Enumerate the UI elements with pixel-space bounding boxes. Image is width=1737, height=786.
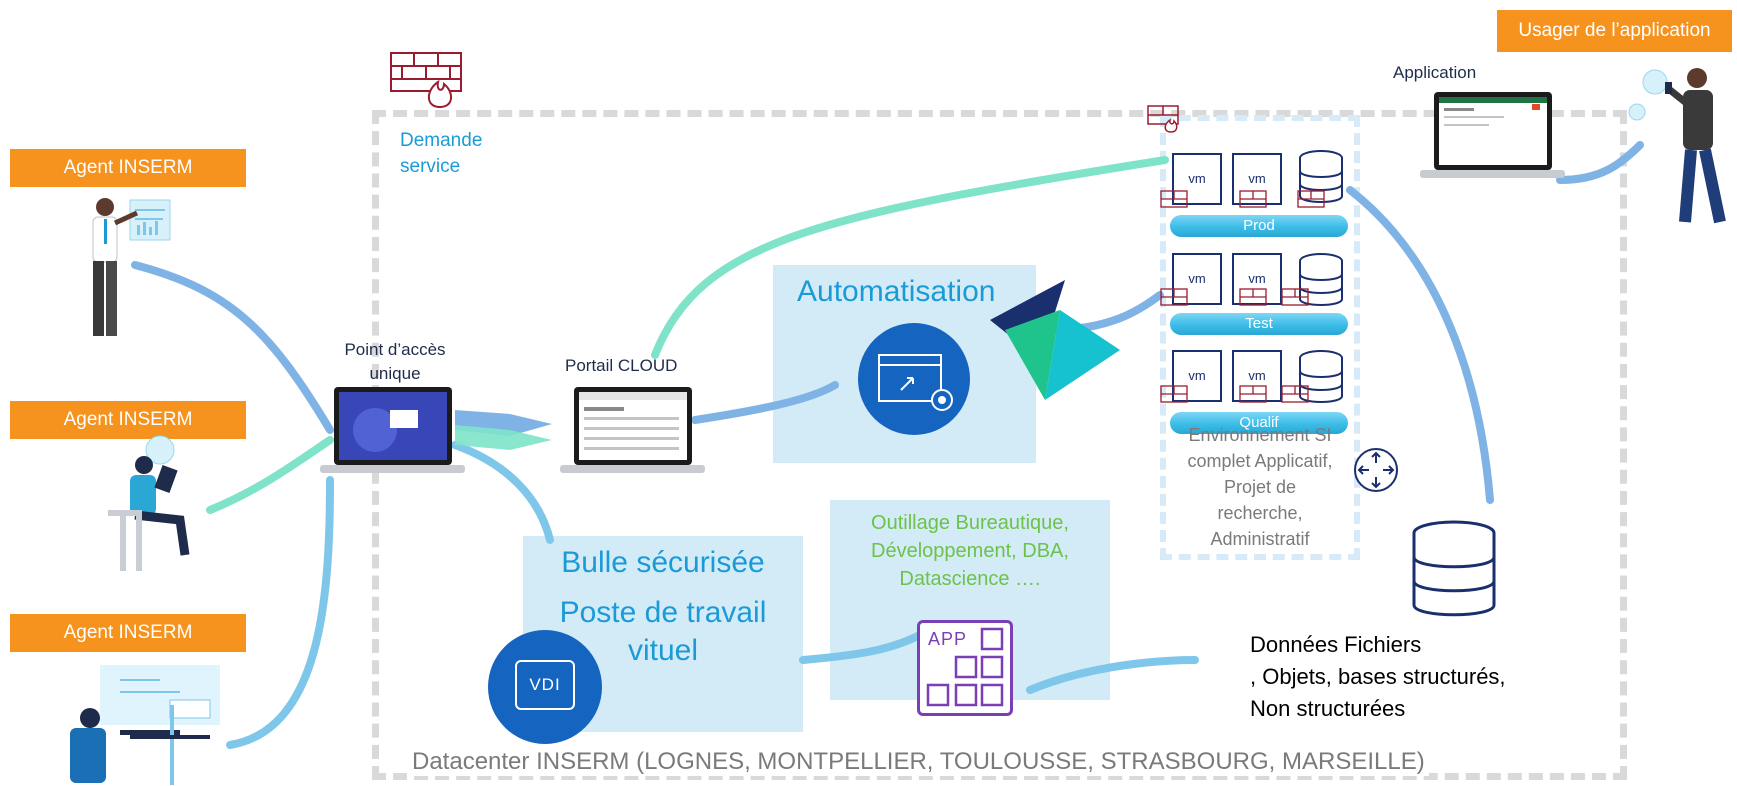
demande-service-line2: service	[400, 156, 461, 177]
firewall-icon-test-row	[1160, 288, 1309, 306]
flow-access-to-bulle	[451, 441, 554, 544]
outillage-line1: Outillage Bureautique,	[871, 512, 1069, 534]
arrow-teal-access-to-portal	[455, 425, 552, 450]
database-icon-large	[1412, 520, 1496, 617]
env-description-line1: Environnement SI	[1188, 425, 1332, 445]
env-description-line3: Projet de	[1223, 477, 1297, 497]
vm-qualif-1: vm	[1172, 350, 1222, 402]
router-icon	[1354, 448, 1398, 492]
automation-tool-logo-icon	[990, 280, 1120, 400]
portail-cloud-label: Portail CLOUD	[565, 356, 678, 375]
outillage-line3: Datascience ….	[899, 568, 1041, 590]
agent-standing-icon	[92, 198, 171, 336]
flow-portal-to-prod	[651, 156, 1169, 359]
vdi-icon: VDI	[488, 630, 602, 744]
agent-sitting-icon	[108, 435, 190, 571]
flow-app-laptop-to-user	[1556, 141, 1644, 184]
environment-frame	[1160, 115, 1360, 560]
poste-line2: vituel	[627, 634, 699, 667]
point-acces-line2: unique	[369, 364, 421, 383]
env-prod-bar: Prod	[1170, 215, 1348, 237]
flow-agent2-to-access	[206, 436, 334, 514]
vm-test-1: vm	[1172, 253, 1222, 305]
flow-agent1-to-access	[131, 261, 334, 434]
env-description-line2: complet Applicatif,	[1187, 451, 1333, 471]
env-qualif-bar: Qualif	[1170, 412, 1348, 434]
automatisation-title: Automatisation	[797, 275, 996, 308]
app-icon: APP	[917, 620, 1013, 716]
laptop-access-point	[320, 387, 465, 473]
vdi-label: VDI	[529, 675, 561, 694]
flow-vdi-to-app	[799, 631, 924, 664]
firewall-icon-env	[1147, 105, 1179, 133]
donnees-line1: Données Fichiers	[1250, 632, 1422, 657]
vm-prod-1: vm	[1172, 153, 1222, 205]
laptop-application	[1420, 92, 1565, 178]
demande-service-line1: Demande	[400, 130, 483, 151]
database-icon-test	[1299, 253, 1343, 306]
user-walking-icon	[1628, 68, 1726, 224]
flow-portal-to-automation	[691, 381, 839, 424]
point-acces-line1: Point d’accès	[344, 340, 446, 359]
application-label: Application	[1393, 63, 1477, 82]
env-description-line5: Administratif	[1210, 529, 1310, 549]
datacenter-label: Datacenter INSERM (LOGNES, MONTPELLIER, …	[408, 748, 1429, 776]
poste-line1: Poste de travail	[559, 596, 767, 629]
firewall-icon-prod-row	[1160, 190, 1325, 208]
bulle-title: Bulle sécurisée	[561, 546, 765, 579]
flow-agent3-to-access	[226, 476, 334, 749]
flow-app-to-data	[1026, 656, 1199, 694]
env-description-line4: recherche,	[1217, 503, 1303, 523]
agent-label-1: Agent INSERM	[10, 149, 246, 187]
firewall-icon-main	[390, 52, 462, 108]
user-label: Usager de l’application	[1497, 10, 1732, 52]
vm-prod-2: vm	[1232, 153, 1282, 205]
firewall-icon-qualif-row	[1160, 385, 1309, 403]
agent-desk-icon	[70, 665, 220, 785]
app-icon-label: APP	[928, 629, 968, 649]
env-test-bar: Test	[1170, 313, 1348, 335]
donnees-line3: Non structurées	[1250, 696, 1406, 721]
outillage-line2: Développement, DBA,	[871, 540, 1069, 562]
database-icon-qualif	[1299, 350, 1343, 403]
donnees-line2: , Objets, bases structurés,	[1250, 664, 1506, 689]
agent-label-2: Agent INSERM	[10, 401, 246, 439]
database-icon-prod	[1299, 150, 1343, 203]
flow-prod-to-db	[1346, 186, 1494, 504]
laptop-portail-cloud	[560, 387, 705, 473]
vdi-frame: VDI	[515, 660, 575, 710]
agent-label-3: Agent INSERM	[10, 614, 246, 652]
automation-gear-icon	[858, 323, 970, 435]
